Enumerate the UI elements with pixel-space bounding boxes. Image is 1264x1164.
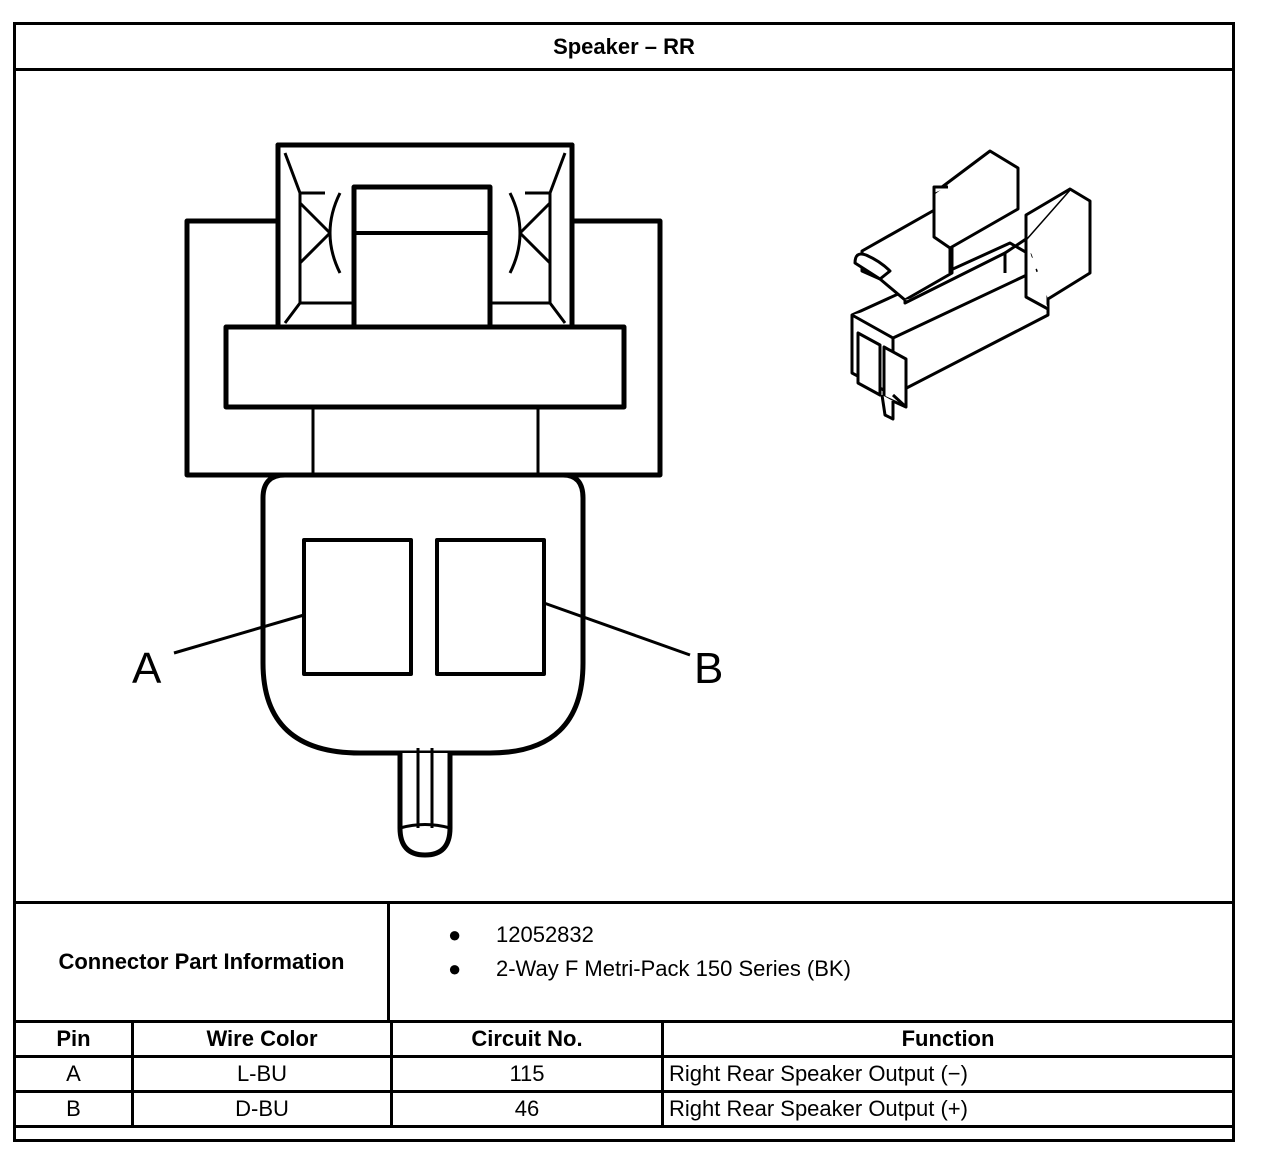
connector-latch: [275, 142, 575, 330]
pin-b-leader: [543, 601, 691, 657]
connector-crossbar: [223, 324, 627, 410]
pin-table: Pin Wire Color Circuit No. Function A L-…: [13, 1020, 1235, 1128]
cavity-b: [435, 538, 546, 676]
bullet-icon: ●: [448, 956, 462, 981]
connector-part-info: Connector Part Information ●12052832 ●2-…: [16, 901, 1232, 1020]
connector-face-drawing: A B: [132, 142, 1092, 858]
pin-b-label: B: [694, 644, 723, 693]
cavity-a: [302, 538, 413, 676]
connector-isometric-view: [850, 149, 1092, 421]
connector-part-info-list: ●12052832 ●2-Way F Metri-Pack 150 Series…: [390, 904, 1232, 1020]
cell-circuit: 115: [390, 1055, 664, 1093]
connector-type-item: ●2-Way F Metri-Pack 150 Series (BK): [448, 952, 851, 986]
connector-part-info-label: Connector Part Information: [16, 904, 390, 1020]
cell-pin: B: [13, 1090, 134, 1128]
cell-function: Right Rear Speaker Output (−): [661, 1055, 1235, 1093]
bullet-icon: ●: [448, 922, 462, 947]
cell-wire-color: L-BU: [131, 1055, 393, 1093]
table-row: A L-BU 115 Right Rear Speaker Output (−): [13, 1055, 1235, 1093]
part-number-item: ●12052832: [448, 918, 851, 952]
connector-outer-body: [184, 142, 663, 478]
table-row: B D-BU 46 Right Rear Speaker Output (+): [13, 1090, 1235, 1128]
cell-pin: A: [13, 1055, 134, 1093]
header-function: Function: [661, 1020, 1235, 1058]
connector-key-tab: [397, 753, 453, 858]
connector-lower-body: [260, 472, 586, 756]
connector-diagram: A B: [16, 71, 1232, 901]
pin-a-leader: [173, 613, 305, 655]
cell-circuit: 46: [390, 1090, 664, 1128]
cell-wire-color: D-BU: [131, 1090, 393, 1128]
pin-table-header: Pin Wire Color Circuit No. Function: [13, 1020, 1235, 1058]
header-wire-color: Wire Color: [131, 1020, 393, 1058]
header-circuit: Circuit No.: [390, 1020, 664, 1058]
cell-function: Right Rear Speaker Output (+): [661, 1090, 1235, 1128]
connector-title: Speaker – RR: [16, 25, 1232, 71]
connector-frame: Speaker – RR: [13, 22, 1235, 1142]
pin-a-label: A: [132, 644, 162, 693]
header-pin: Pin: [13, 1020, 134, 1058]
